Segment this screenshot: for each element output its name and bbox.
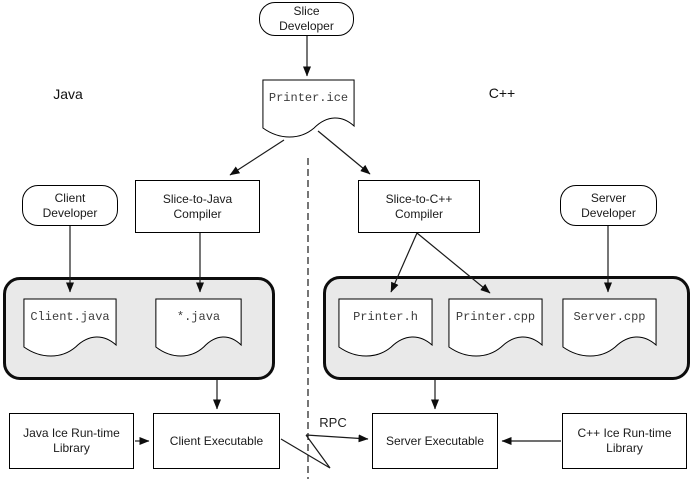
document-shape [155, 298, 242, 362]
node-cpp-runtime-library: C++ Ice Run-time Library [562, 413, 687, 469]
document-filename: Printer.ice [268, 91, 349, 105]
rpc-label: RPC [319, 415, 347, 430]
node-server-developer: Server Developer [560, 185, 657, 226]
section-label-java: Java [53, 86, 83, 102]
node-slice-developer: Slice Developer [259, 2, 354, 36]
document-shape [262, 79, 355, 143]
document-shape [23, 298, 117, 362]
arrow-printer-ice-to-java-compiler [229, 139, 285, 176]
node-star-java-document: *.java [155, 298, 242, 362]
node-client-java-document: Client.java [23, 298, 117, 362]
document-filename: Printer.cpp [455, 310, 536, 324]
document-shape [562, 298, 657, 362]
document-filename: *.java [176, 310, 221, 324]
node-slice-to-cpp-compiler: Slice-to-C++ Compiler [358, 180, 480, 233]
document-shape [448, 298, 543, 362]
node-client-executable: Client Executable [153, 413, 280, 469]
node-server-cpp-document: Server.cpp [562, 298, 657, 362]
node-java-runtime-library: Java Ice Run-time Library [9, 413, 134, 469]
node-printer-h-document: Printer.h [338, 298, 433, 362]
arrow-rpc-to-server-executable [305, 434, 369, 443]
node-server-executable: Server Executable [372, 413, 498, 469]
node-printer-ice-document: Printer.ice [262, 79, 355, 143]
document-filename: Server.cpp [573, 310, 646, 324]
document-filename: Client.java [30, 310, 110, 324]
rpc-lightning-bolt [280, 434, 331, 469]
node-printer-cpp-document: Printer.cpp [448, 298, 543, 362]
node-client-developer: Client Developer [22, 185, 118, 226]
document-shape [338, 298, 433, 362]
section-label-cpp: C++ [488, 85, 516, 101]
document-filename: Printer.h [353, 310, 418, 324]
node-slice-to-java-compiler: Slice-to-Java Compiler [135, 180, 260, 233]
